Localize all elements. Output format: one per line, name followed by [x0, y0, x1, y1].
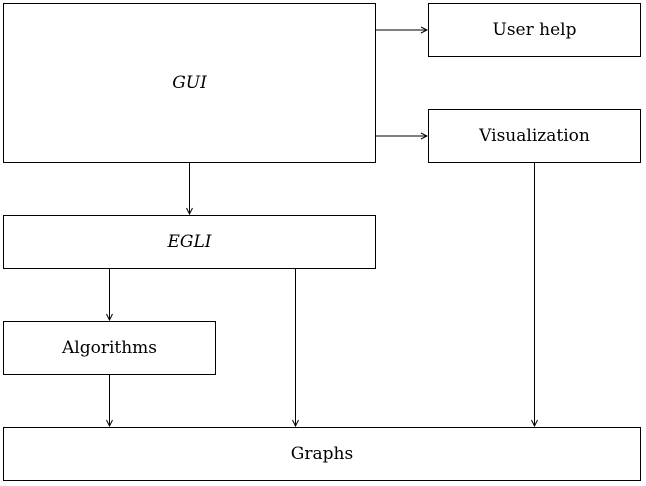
- node-algorithms-label: Algorithms: [61, 338, 158, 358]
- node-visualization-label: Visualization: [479, 126, 590, 146]
- node-gui-label: GUI: [172, 73, 207, 93]
- node-user-help: User help: [428, 3, 641, 57]
- node-algorithms: Algorithms: [3, 321, 216, 375]
- node-egli: EGLI: [3, 215, 376, 269]
- node-visualization: Visualization: [428, 109, 641, 163]
- node-graphs-label: Graphs: [290, 444, 354, 464]
- node-gui: GUI: [3, 3, 376, 163]
- node-graphs: Graphs: [3, 427, 641, 481]
- node-egli-label: EGLI: [167, 232, 212, 252]
- node-user-help-label: User help: [492, 20, 577, 40]
